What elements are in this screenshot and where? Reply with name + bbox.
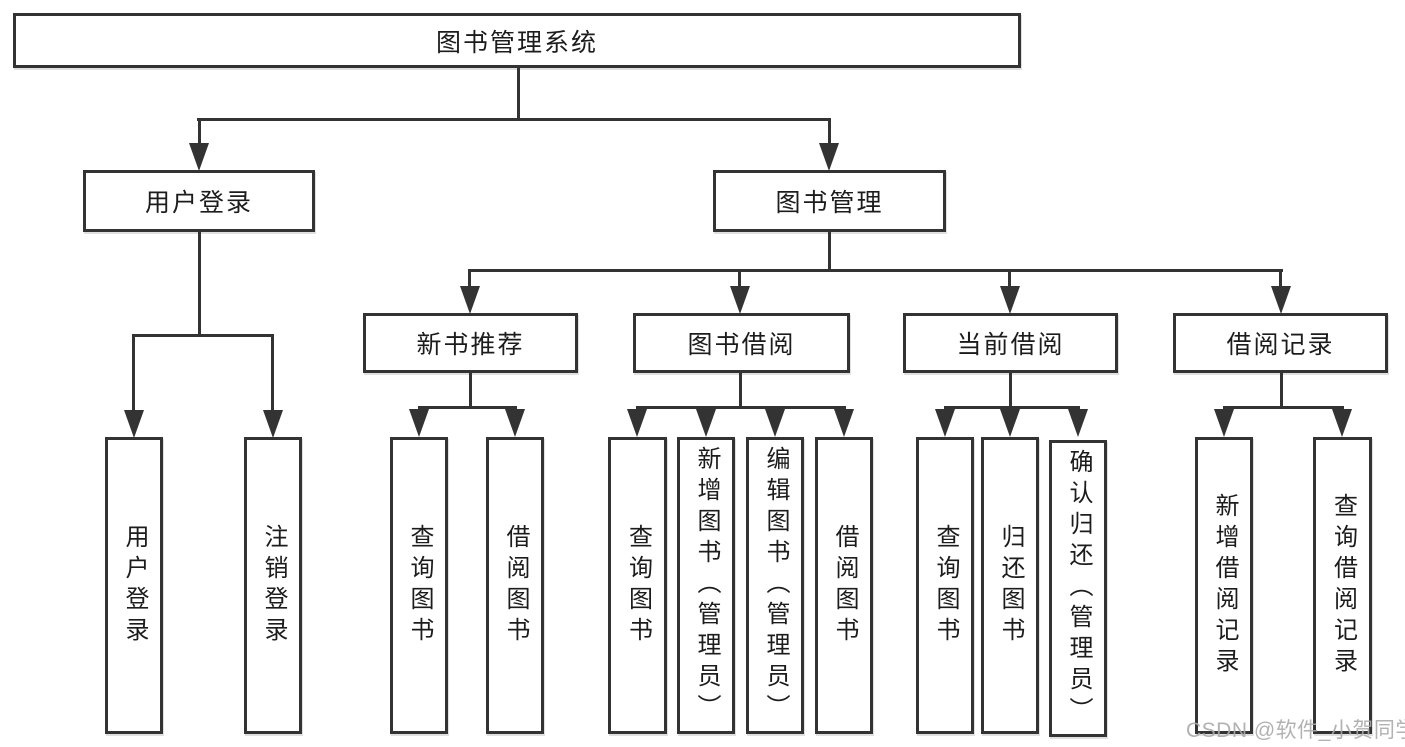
arrow-down-icon xyxy=(263,410,283,438)
arrow-down-icon xyxy=(1000,409,1020,437)
arrow-down-icon xyxy=(124,410,144,438)
node-book-borrowing: 图书借阅 xyxy=(633,313,850,373)
arrow-down-icon xyxy=(1214,409,1234,437)
leaf-user-login: 用户登录 xyxy=(105,437,163,734)
connector-line xyxy=(738,269,741,289)
connector-line xyxy=(1279,269,1282,289)
leaf-query-books-current: 查询图书 xyxy=(916,437,974,734)
connector-line xyxy=(636,406,846,409)
connector-line xyxy=(271,334,274,414)
connector-line xyxy=(197,118,831,121)
leaf-borrow-books-borrowing: 借阅图书 xyxy=(815,437,873,734)
node-user-login: 用户登录 xyxy=(83,170,315,232)
connector-line xyxy=(132,334,135,414)
node-borrowing-records: 借阅记录 xyxy=(1173,313,1388,373)
arrow-down-icon xyxy=(730,286,750,314)
connector-line xyxy=(198,118,201,148)
node-current-borrowing: 当前借阅 xyxy=(903,313,1118,373)
connector-line xyxy=(1008,269,1011,289)
arrow-down-icon xyxy=(409,409,429,437)
arrow-down-icon xyxy=(819,143,839,171)
arrow-down-icon xyxy=(1332,409,1352,437)
leaf-logout: 注销登录 xyxy=(244,437,302,734)
node-new-book-recommend: 新书推荐 xyxy=(363,313,578,373)
arrow-down-icon xyxy=(834,409,854,437)
connector-line xyxy=(468,269,471,289)
leaf-query-books-borrowing: 查询图书 xyxy=(608,437,667,734)
leaf-edit-books-admin: 编辑图书（管理员） xyxy=(746,437,804,734)
connector-line xyxy=(1009,373,1012,408)
connector-line xyxy=(198,232,201,336)
leaf-borrow-books-recommend: 借阅图书 xyxy=(486,437,544,734)
leaf-add-books-admin: 新增图书（管理员） xyxy=(677,437,735,734)
leaf-query-borrow-record: 查询借阅记录 xyxy=(1313,437,1372,734)
connector-line xyxy=(470,269,1283,272)
connector-line xyxy=(1223,406,1344,409)
node-root: 图书管理系统 xyxy=(13,13,1021,68)
node-book-management: 图书管理 xyxy=(713,170,946,232)
leaf-confirm-return-admin: 确认归还（管理员） xyxy=(1049,440,1107,737)
arrow-down-icon xyxy=(505,409,525,437)
arrow-down-icon xyxy=(1068,409,1088,437)
arrow-down-icon xyxy=(189,143,209,171)
arrow-down-icon xyxy=(1271,286,1291,314)
connector-line xyxy=(1280,373,1283,408)
connector-line xyxy=(944,406,1080,409)
connector-line xyxy=(517,68,520,120)
arrow-down-icon xyxy=(1000,286,1020,314)
watermark: CSDN @软件_小贺同学 xyxy=(1186,719,1405,742)
arrow-down-icon xyxy=(460,286,480,314)
arrow-down-icon xyxy=(627,409,647,437)
connector-line xyxy=(739,373,742,408)
connector-line xyxy=(828,232,831,272)
arrow-down-icon xyxy=(765,409,785,437)
leaf-add-borrow-record: 新增借阅记录 xyxy=(1195,437,1253,734)
leaf-return-books: 归还图书 xyxy=(981,437,1039,734)
connector-line xyxy=(469,373,472,408)
connector-line xyxy=(133,334,274,337)
leaf-query-books-recommend: 查询图书 xyxy=(390,437,448,734)
arrow-down-icon xyxy=(696,409,716,437)
connector-line xyxy=(828,118,831,148)
connector-line xyxy=(418,406,517,409)
arrow-down-icon xyxy=(935,409,955,437)
